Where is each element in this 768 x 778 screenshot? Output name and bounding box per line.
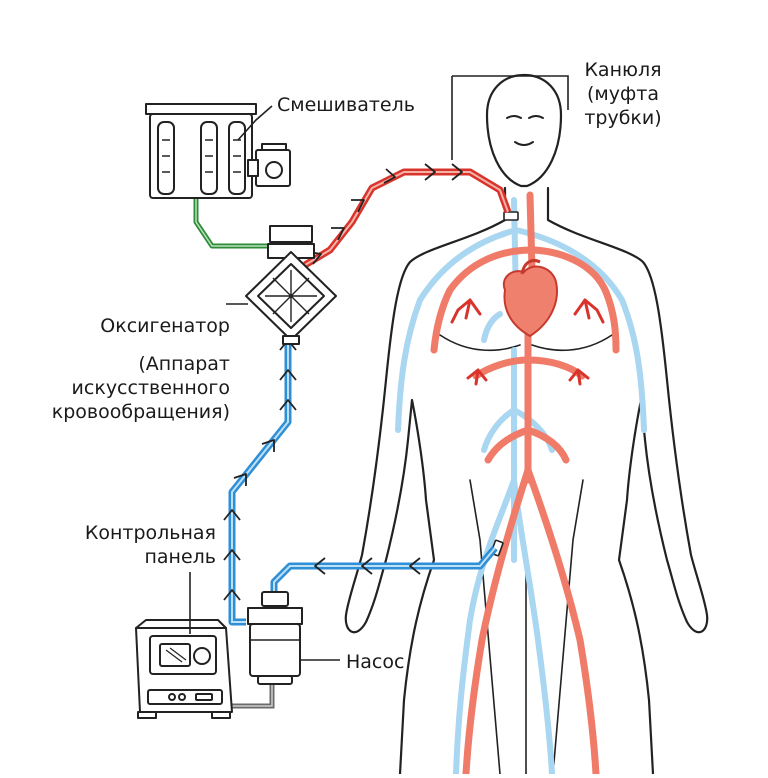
flow-arrows-blue: [223, 339, 421, 601]
cannula-label-line3: трубки): [584, 107, 662, 129]
pump-label: Насос: [346, 651, 405, 673]
face: [506, 115, 544, 146]
cannula-label-line2: (муфта: [587, 83, 659, 105]
lung-clusters: [450, 298, 605, 386]
control-panel-line2: панель: [144, 546, 216, 568]
control-panel-device: [135, 619, 233, 719]
oxygenator-device: [245, 225, 337, 345]
mixer-device: [145, 103, 291, 199]
mixer-label: Смешиватель: [277, 94, 415, 116]
heart-lung-machine-label: (Аппарат искусственного кровообращения): [40, 352, 230, 424]
heart-lung-line1: (Аппарат: [138, 353, 230, 375]
pump-device: [247, 591, 303, 685]
heart-lung-line3: кровообращения): [51, 401, 230, 423]
heart-lung-line2: искусственного: [71, 377, 230, 399]
heart: [502, 259, 558, 338]
control-panel-label: Контрольная панель: [40, 521, 216, 569]
cannula-markers: [490, 211, 519, 557]
control-panel-line1: Контрольная: [84, 522, 216, 544]
cannula-label: Канюля (муфта трубки): [578, 58, 668, 130]
leader-lines: [189, 75, 569, 661]
torso-contours: [439, 334, 613, 775]
oxygenator-label: Оксигенатор: [100, 315, 230, 337]
cannula-label-line1: Канюля: [584, 59, 662, 81]
flow-arrows-red: [308, 163, 463, 265]
